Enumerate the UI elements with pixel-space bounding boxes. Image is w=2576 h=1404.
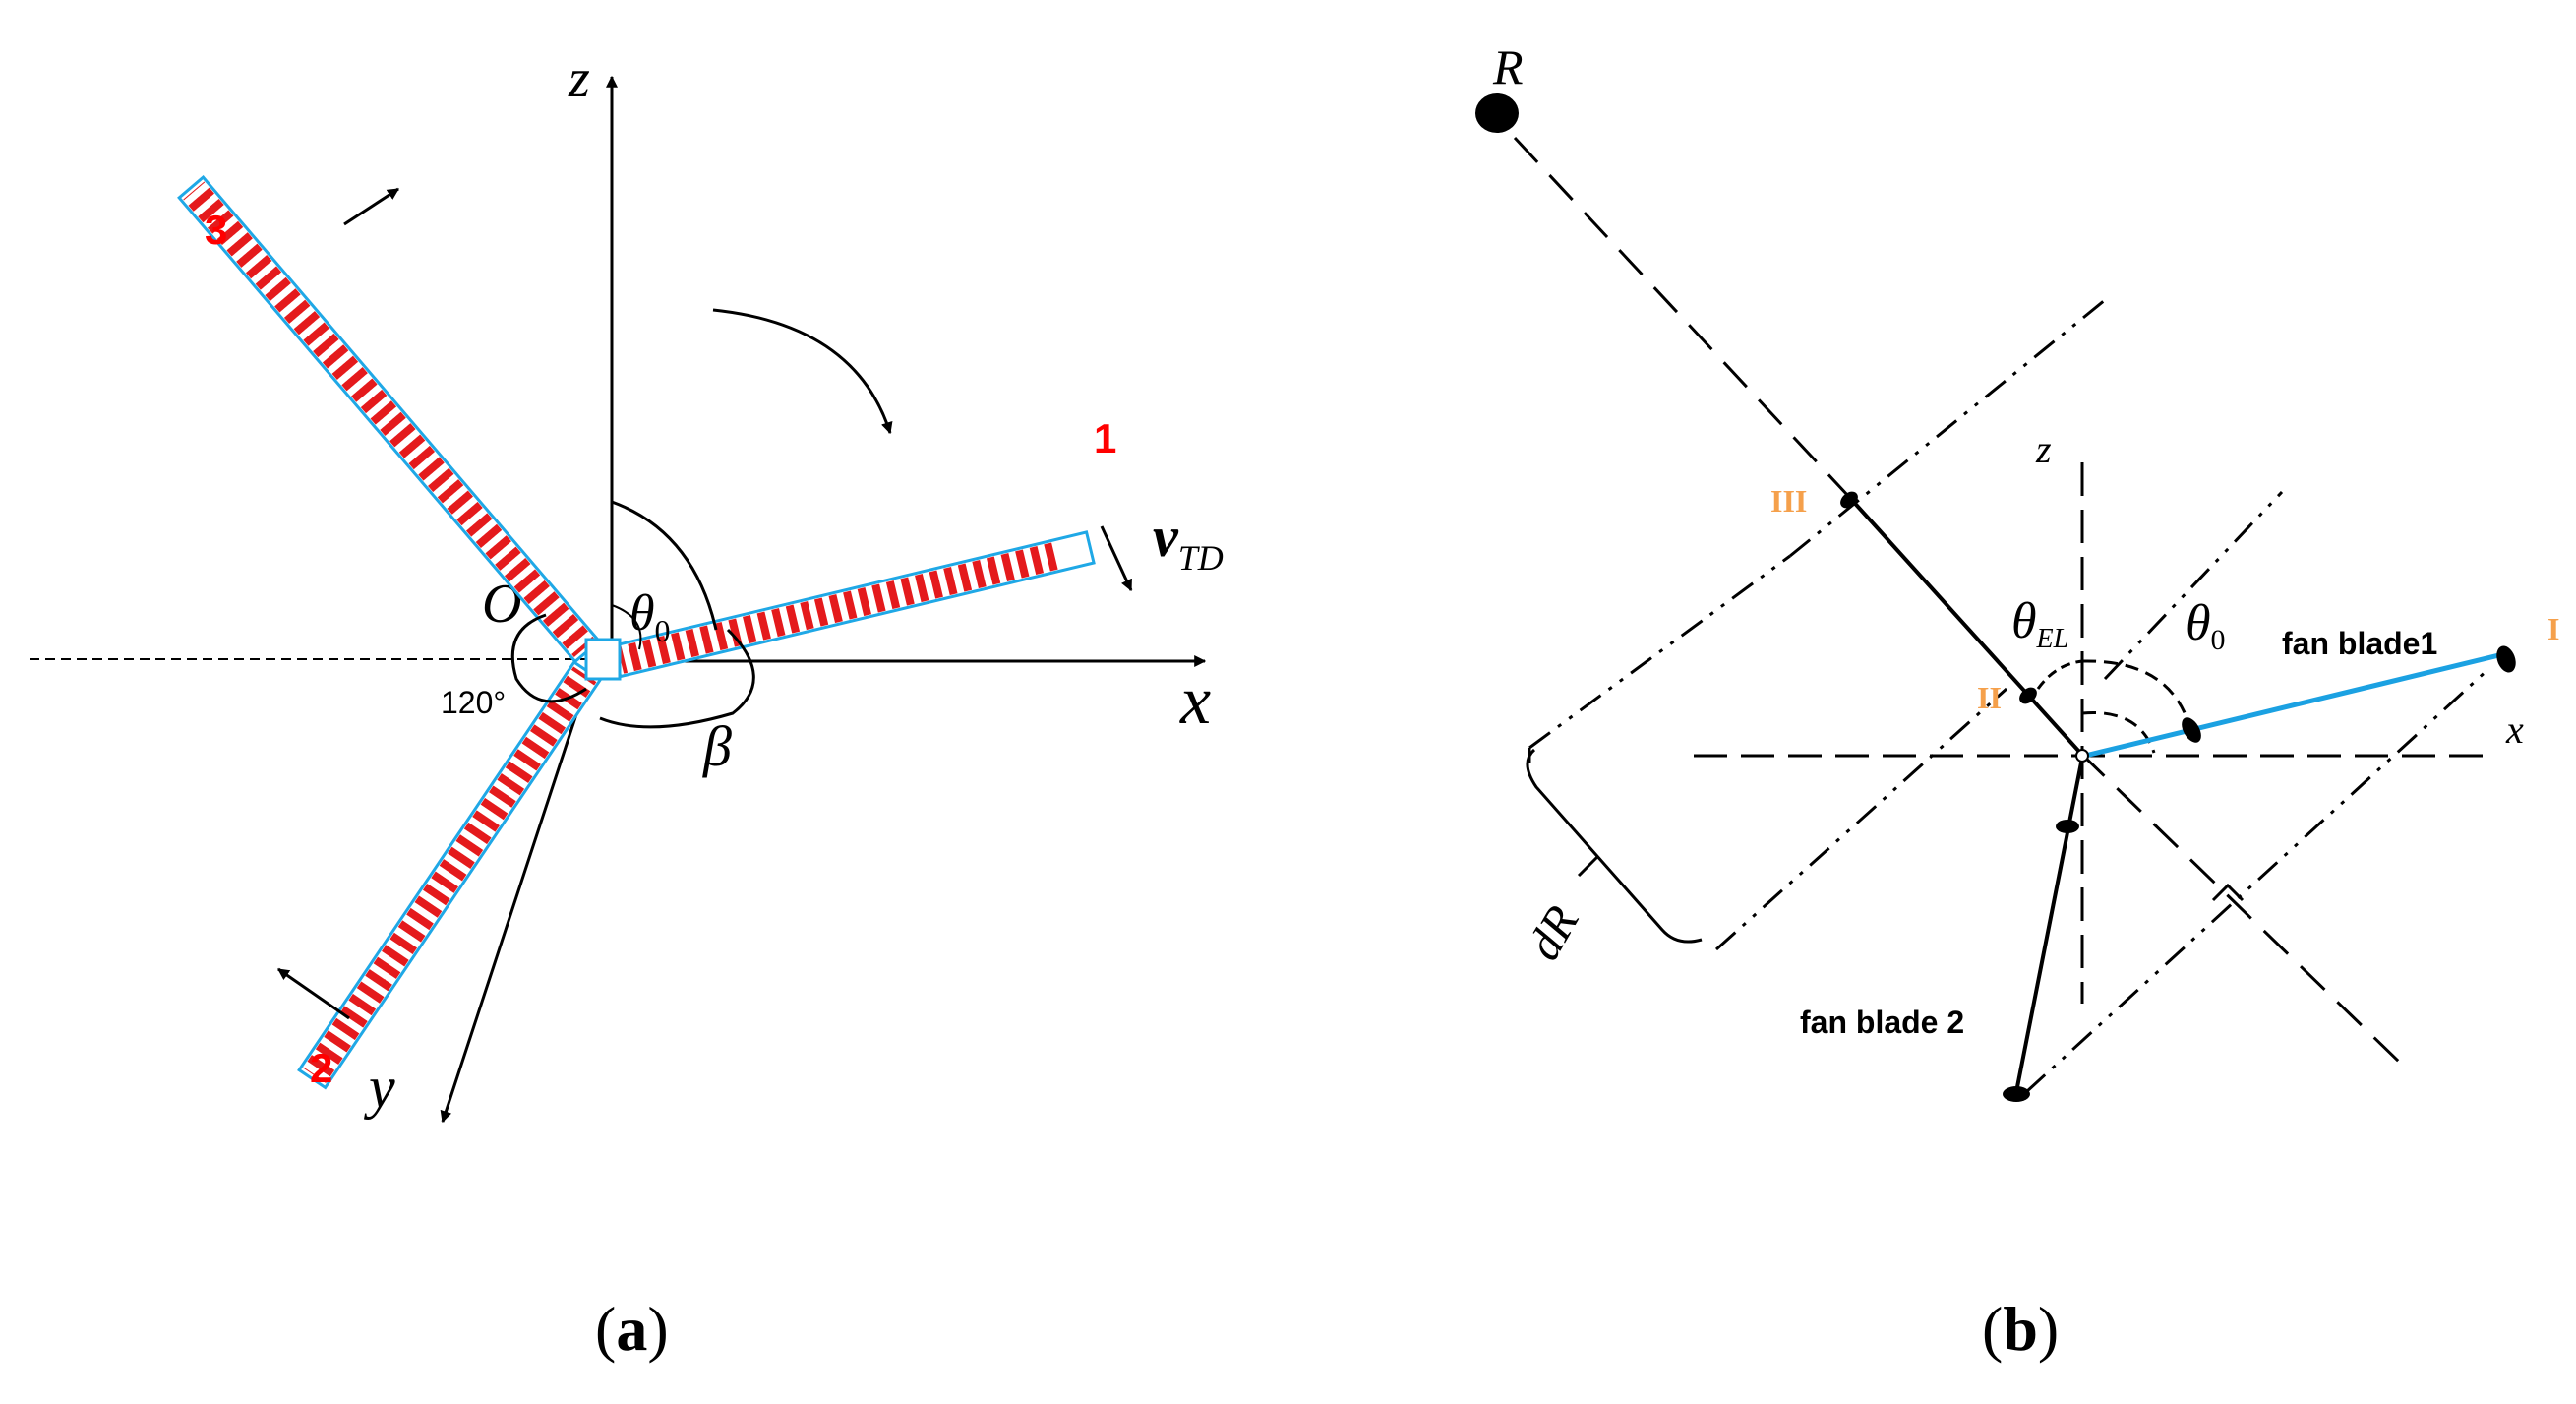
blade-1-number: 1 [1094,415,1116,461]
fan-blade-2-line [2014,757,2084,1093]
point-I-label: I [2547,611,2559,646]
blade-1 [611,530,1096,679]
dR-label: dR [1518,897,1589,969]
fan-blade-1-label: fan blade1 [2282,626,2437,661]
velocity-arrow [1100,525,1133,592]
b-x-axis-label: x [2505,707,2524,752]
blade-1-hatch [617,541,1064,674]
beta-arc [599,628,755,729]
y-axis-label: y [363,1055,395,1120]
caption-b: (b) [1982,1294,2059,1364]
b-theta0-arc-outer [2081,659,2193,734]
radar-point [1475,93,1519,133]
theta0-label: θ0 [629,585,671,648]
blade-3 [177,175,602,664]
blade-3-normal-arrow [343,187,400,226]
angle-120-arc [510,613,587,703]
blade-2-hatch [303,666,597,1084]
blade-2-number: 2 [310,1045,332,1091]
theta0-inner-arc [611,604,642,650]
perpendicular-mark [2211,883,2245,902]
x-axis-label: x [1179,663,1211,739]
point-II-label: II [1977,680,2002,715]
beta-label: β [702,714,732,778]
angle-120-label: 120° [441,685,506,720]
plane-line-right [2103,490,2284,681]
plane-line-bottom [2024,667,2490,1094]
plane-line-lower [1714,687,2008,951]
plane-line-top [1789,298,2106,558]
blade-2-normal-arrow [277,967,350,1020]
y-axis [440,707,580,1124]
line-of-sight-solid [1847,495,2082,755]
point-III-marker [1840,491,1858,509]
hub [584,638,622,681]
plane-line-mid [1528,554,1791,750]
point-II-marker [2019,687,2037,704]
point-III-label: III [1770,483,1807,519]
z-axis-label: z [568,48,590,109]
fan-blade-2-mid-marker [2056,820,2079,833]
theta-el-arc [2036,659,2083,690]
blade-3-hatch [183,181,596,658]
velocity-label: vTD [1153,505,1224,578]
b-theta0-arc [2081,711,2156,754]
caption-a: (a) [595,1294,669,1364]
radar-label: R [1492,39,1524,94]
point-I-marker [2496,645,2516,673]
fan-blade-1-mid-marker [2182,717,2201,743]
dR-tick [1577,854,1600,878]
b-z-axis-label: z [2035,427,2052,471]
b-origin [2075,749,2089,763]
panel-b: R x z dR III II θEL θ0 [1475,39,2559,1364]
fan-blade-2-label: fan blade 2 [1800,1005,1964,1040]
line-of-sight-dashed [1513,136,1851,499]
line-of-sight-extension [2078,751,2402,1065]
panel-a: z x y O 1 2 3 [30,48,1224,1364]
theta0-arc [611,500,718,631]
blade-2 [297,659,603,1090]
dR-bracket [1526,748,1703,944]
theta-el-label: θEL [2011,593,2068,654]
b-theta0-label: θ0 [2186,595,2226,656]
fan-blade-2-tip-marker [2003,1086,2030,1102]
fan-blade-1-line [2084,651,2504,759]
rotation-arrow [712,308,893,435]
blade-3-number: 3 [205,207,227,253]
